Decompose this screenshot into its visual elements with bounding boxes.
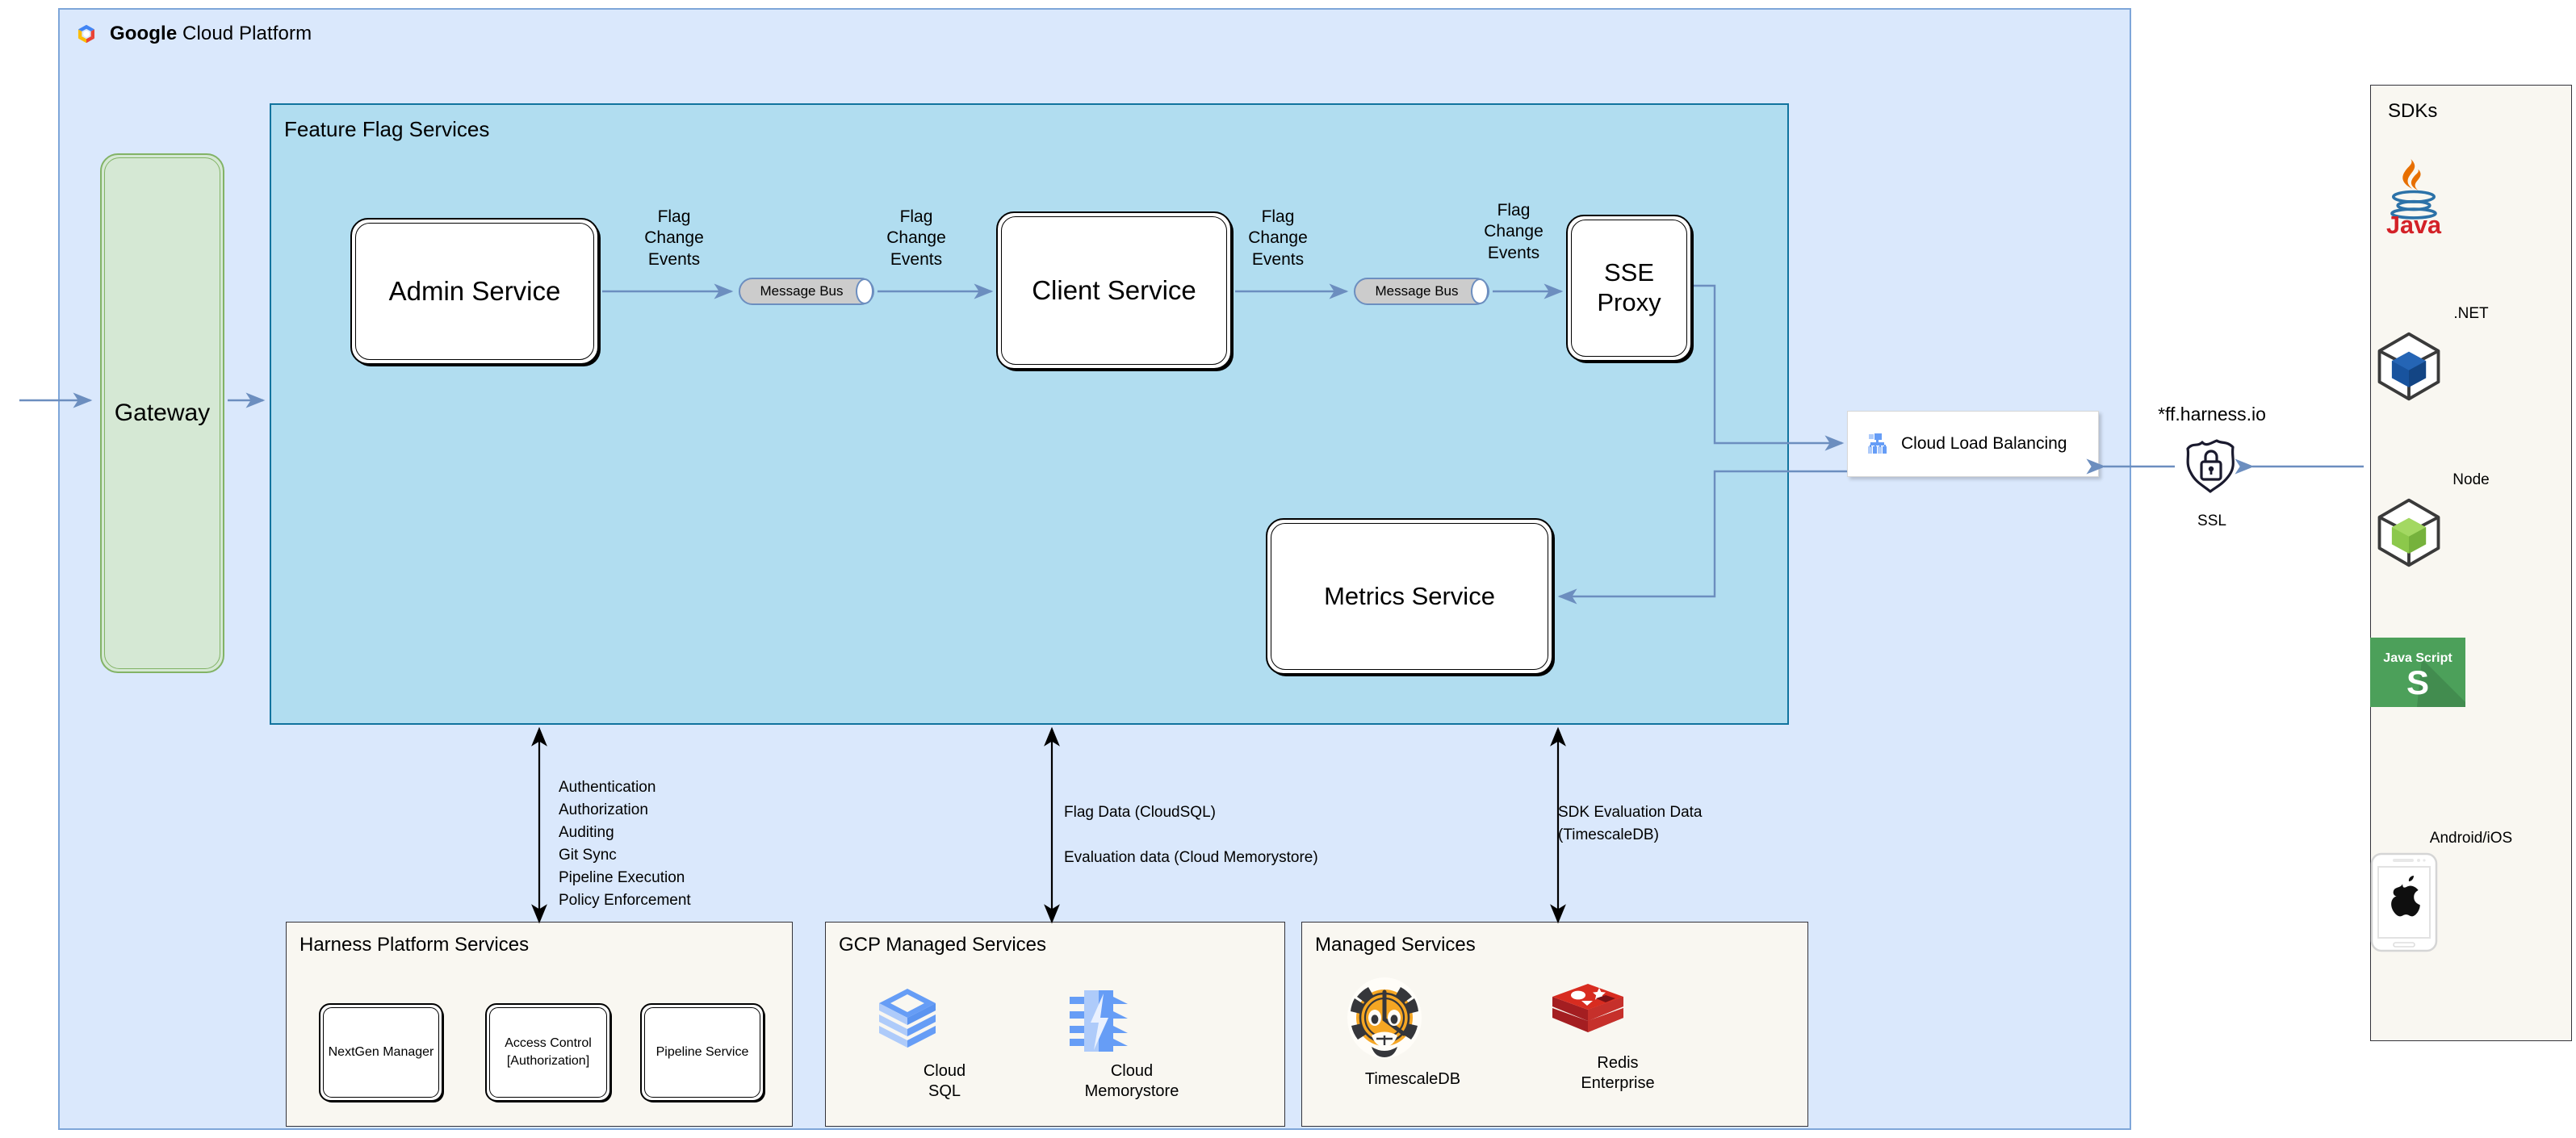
access-control-label: Access Control [Authorization] xyxy=(505,1036,592,1068)
metrics-service-node[interactable]: Metrics Service xyxy=(1266,518,1553,675)
edge-label-client-to-bus2: Flag Change Events xyxy=(1248,207,1308,269)
redis-enterprise-label: Redis Enterprise xyxy=(1581,1054,1655,1092)
javascript-tile-icon: Java Script S xyxy=(2370,638,2572,707)
admin-service-node[interactable]: Admin Service xyxy=(350,218,599,365)
client-service-label: Client Service xyxy=(1032,275,1196,305)
feature-flag-services-title: Feature Flag Services xyxy=(284,117,490,141)
message-bus-lens-icon xyxy=(1471,278,1489,304)
cloud-memorystore-label: Cloud Memorystore xyxy=(1084,1062,1179,1100)
cloud-load-balancing-icon xyxy=(1862,429,1891,458)
node-cube-icon xyxy=(2370,494,2572,571)
gcp-managed-services-panel: GCP Managed Services Cloud SQL xyxy=(825,922,1285,1127)
message-bus-2-label: Message Bus xyxy=(1375,283,1459,299)
client-service-node[interactable]: Client Service xyxy=(996,211,1232,370)
nextgen-manager-box[interactable]: NextGen Manager xyxy=(319,1003,443,1102)
svg-text:Java Script: Java Script xyxy=(2383,651,2452,665)
gcp-header: Google Cloud Platform xyxy=(74,18,413,50)
sdk-android-ios-label: Android/iOS xyxy=(2429,830,2513,847)
managed-services-panel: Managed Services xyxy=(1301,922,1808,1127)
edge-label-admin-to-bus1: Flag Change Events xyxy=(644,207,704,269)
message-bus-1-node[interactable]: Message Bus xyxy=(739,278,874,305)
edge-label-bus1-to-client: Flag Change Events xyxy=(886,207,946,269)
sdk-item-dotnet[interactable]: .NET xyxy=(2370,305,2572,405)
cloud-load-balancing-label: Cloud Load Balancing xyxy=(1901,434,2067,453)
shield-lock-icon xyxy=(2180,436,2243,494)
dotnet-cube-icon xyxy=(2370,328,2572,405)
sdk-item-node[interactable]: Node xyxy=(2370,471,2572,571)
redis-enterprise-item[interactable]: Redis Enterprise xyxy=(1549,979,1686,1094)
mobile-phone-apple-icon xyxy=(2370,852,2572,952)
gateway-node[interactable]: Gateway xyxy=(100,153,224,673)
sse-proxy-label: SSE Proxy xyxy=(1597,258,1661,316)
cloud-memorystore-icon xyxy=(1063,985,1200,1056)
cloud-memorystore-item[interactable]: Cloud Memorystore xyxy=(1063,985,1200,1102)
gcp-title: Google Cloud Platform xyxy=(110,23,312,45)
sdk-node-label: Node xyxy=(2452,471,2490,488)
managed-services-title: Managed Services xyxy=(1315,934,1476,956)
svg-text:S: S xyxy=(2406,663,2429,701)
sdk-item-javascript[interactable]: Java Script S xyxy=(2370,638,2572,707)
edge-label-bus2-to-sse: Flag Change Events xyxy=(1484,201,1544,262)
svg-text:Java: Java xyxy=(2386,211,2442,239)
cloud-sql-icon xyxy=(876,985,1013,1056)
message-bus-2-node[interactable]: Message Bus xyxy=(1354,278,1489,305)
sse-proxy-node[interactable]: SSE Proxy xyxy=(1566,215,1692,362)
gcp-title-rest: Cloud Platform xyxy=(177,23,312,44)
message-bus-1-label: Message Bus xyxy=(760,283,844,299)
annotation-managed-services: SDK Evaluation Data (TimescaleDB) xyxy=(1558,804,1703,843)
admin-service-label: Admin Service xyxy=(388,276,561,306)
redis-logo-icon xyxy=(1549,979,1686,1048)
metrics-service-label: Metrics Service xyxy=(1324,582,1495,610)
gcp-title-bold: Google xyxy=(110,23,178,44)
pipeline-service-box[interactable]: Pipeline Service xyxy=(640,1003,764,1102)
nextgen-manager-label: NextGen Manager xyxy=(328,1045,434,1060)
message-bus-lens-icon xyxy=(856,278,873,304)
sdk-item-android-ios[interactable]: Android/iOS xyxy=(2370,830,2572,952)
timescaledb-label: TimescaleDB xyxy=(1364,1070,1461,1088)
cloud-sql-label: Cloud SQL xyxy=(923,1062,966,1100)
harness-platform-services-title: Harness Platform Services xyxy=(299,934,530,956)
java-logo-icon: Java xyxy=(2370,152,2572,239)
cloud-load-balancing-node[interactable]: Cloud Load Balancing xyxy=(1847,411,2099,477)
pipeline-service-label: Pipeline Service xyxy=(656,1045,749,1060)
timescaledb-tiger-icon xyxy=(1344,976,1481,1065)
annotation-gcp-managed: Flag Data (CloudSQL) Evaluation data (Cl… xyxy=(1064,804,1318,866)
gateway-label: Gateway xyxy=(114,400,211,426)
gcp-managed-services-title: GCP Managed Services xyxy=(839,934,1047,956)
timescaledb-item[interactable]: TimescaleDB xyxy=(1344,976,1481,1090)
sdk-item-java[interactable]: Java xyxy=(2370,152,2572,239)
ssl-label: SSL xyxy=(2197,513,2226,529)
annotation-harness-platform: Authentication Authorization Auditing Gi… xyxy=(559,779,691,909)
sdk-dotnet-label: .NET xyxy=(2453,305,2489,322)
feature-flag-services-container xyxy=(270,103,1789,725)
sdks-panel-title: SDKs xyxy=(2388,100,2438,122)
cloud-sql-item[interactable]: Cloud SQL xyxy=(876,985,1013,1102)
ingress-domain-label: *ff.harness.io xyxy=(2158,404,2266,425)
google-cloud-logo-icon xyxy=(74,22,98,46)
access-control-box[interactable]: Access Control [Authorization] xyxy=(485,1003,611,1102)
harness-platform-services-panel: Harness Platform Services NextGen Manage… xyxy=(286,922,793,1127)
